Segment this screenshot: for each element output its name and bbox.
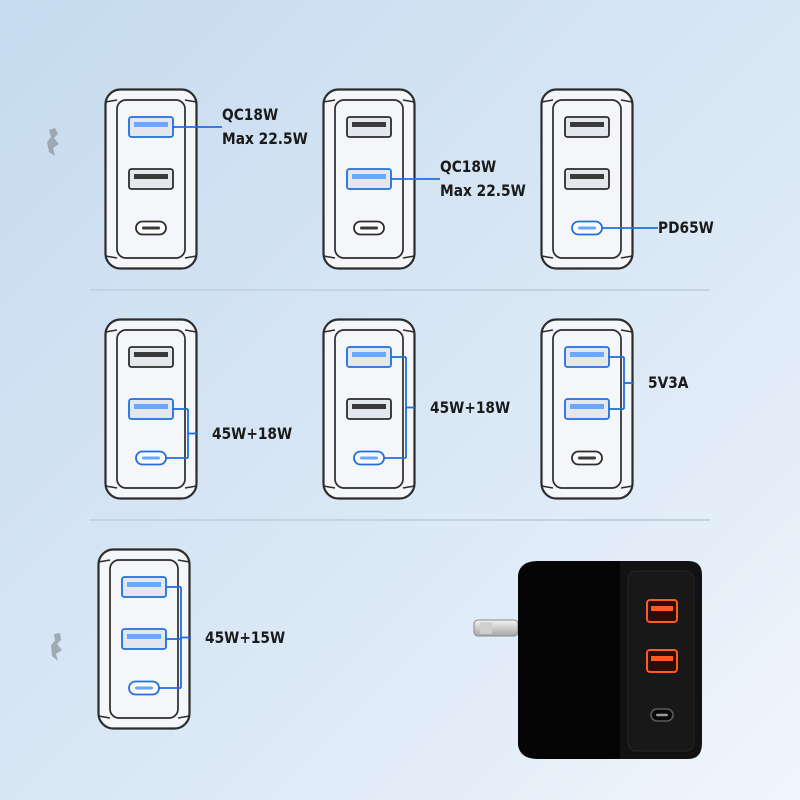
charger-corner-line xyxy=(402,329,415,333)
connector-line xyxy=(159,586,191,689)
charger-corner-line xyxy=(541,255,554,259)
charger-corner-line xyxy=(105,99,118,103)
charger-corner-line xyxy=(541,99,554,103)
power-label-line: 45W+15W xyxy=(205,627,286,647)
charger-diagram xyxy=(97,548,191,730)
usb-a-tongue xyxy=(134,404,168,409)
row-divider-1 xyxy=(90,289,710,291)
connector-line xyxy=(609,356,634,410)
charger-corner-line xyxy=(541,485,554,489)
charger-diagram xyxy=(322,88,416,270)
charger-corner-line xyxy=(620,485,633,489)
charger-face-outline xyxy=(552,99,622,259)
left-edge-speck-icon xyxy=(47,128,59,156)
usb-a-tongue xyxy=(352,352,386,357)
usb-a-tongue xyxy=(352,174,386,179)
power-label-line: PD65W xyxy=(658,218,714,237)
power-label-line: 45W+18W xyxy=(212,423,293,443)
charger-corner-line xyxy=(184,255,197,259)
charger-corner-line xyxy=(323,485,336,489)
power-label: QC18W Max 22.5W xyxy=(222,103,308,151)
power-label-line: Max 22.5W xyxy=(440,181,526,200)
charger-diagram xyxy=(104,88,198,270)
usb-a-tongue xyxy=(134,122,168,127)
power-label-line: QC18W xyxy=(440,157,497,176)
usb-a-tongue xyxy=(352,404,386,409)
charger-corner-line xyxy=(184,329,197,333)
usb-a-tongue xyxy=(127,634,161,639)
usb-a-tongue xyxy=(127,582,161,587)
power-label-line: Max 22.5W xyxy=(222,129,308,148)
charger-front-ports xyxy=(646,599,678,722)
connector-line xyxy=(173,126,222,128)
connector-line xyxy=(602,227,658,229)
usb-c-tongue xyxy=(656,713,668,717)
charger-corner-line xyxy=(402,99,415,103)
power-label-line: QC18W xyxy=(222,105,279,124)
power-label: PD65W xyxy=(658,216,714,240)
usb-a-tongue xyxy=(651,606,673,611)
charger-diagram xyxy=(540,88,634,270)
usb-c-tongue xyxy=(135,686,153,690)
charger-corner-line xyxy=(620,329,633,333)
usb-c-tongue xyxy=(578,456,596,460)
charger-corner-line xyxy=(323,329,336,333)
charger-corner-line xyxy=(184,485,197,489)
charger-corner-line xyxy=(402,485,415,489)
usb-a-tongue xyxy=(570,404,604,409)
usb-a-tongue xyxy=(352,122,386,127)
power-label-line: 45W+18W xyxy=(430,397,511,417)
row-divider-2 xyxy=(90,519,710,521)
charger-corner-line xyxy=(620,255,633,259)
power-label: QC18W Max 22.5W xyxy=(440,155,526,203)
power-label: 5V3A xyxy=(648,371,688,395)
charger-corner-line xyxy=(98,559,111,563)
usb-c-tongue xyxy=(142,226,160,230)
charger-side-face xyxy=(518,561,620,759)
charger-face-outline xyxy=(334,329,404,489)
usb-a-tongue xyxy=(570,352,604,357)
usb-c-tongue xyxy=(578,226,596,230)
charger-corner-line xyxy=(98,715,111,719)
charger-corner-line xyxy=(105,255,118,259)
charger-corner-line xyxy=(323,255,336,259)
usb-c-tongue xyxy=(360,456,378,460)
charger-corner-line xyxy=(541,329,554,333)
usb-a-tongue xyxy=(570,174,604,179)
usb-c-tongue xyxy=(360,226,378,230)
usb-a-tongue xyxy=(134,352,168,357)
left-edge-speck-icon xyxy=(51,633,62,661)
power-label-line: 5V3A xyxy=(648,373,689,392)
charger-corner-line xyxy=(105,485,118,489)
usb-c-tongue xyxy=(142,456,160,460)
charger-corner-line xyxy=(402,255,415,259)
power-label: 45W+15W xyxy=(205,626,285,650)
charger-face-outline xyxy=(116,99,186,259)
power-label: 45W+18W xyxy=(212,422,292,446)
power-label: 45W+18W xyxy=(430,396,510,420)
usb-a-tongue xyxy=(134,174,168,179)
usb-a-tongue xyxy=(651,656,673,661)
charger-corner-line xyxy=(177,559,190,563)
connector-line xyxy=(391,178,440,180)
charger-diagram xyxy=(322,318,416,500)
plug-pin-tip xyxy=(480,622,492,634)
connector-line xyxy=(384,356,416,459)
charger-diagram xyxy=(540,318,634,500)
charger-product-photo xyxy=(473,561,702,759)
connector-line xyxy=(166,408,198,459)
charger-corner-line xyxy=(323,99,336,103)
charger-corner-line xyxy=(620,99,633,103)
charger-corner-line xyxy=(184,99,197,103)
charger-corner-line xyxy=(105,329,118,333)
usb-a-tongue xyxy=(570,122,604,127)
charger-corner-line xyxy=(177,715,190,719)
